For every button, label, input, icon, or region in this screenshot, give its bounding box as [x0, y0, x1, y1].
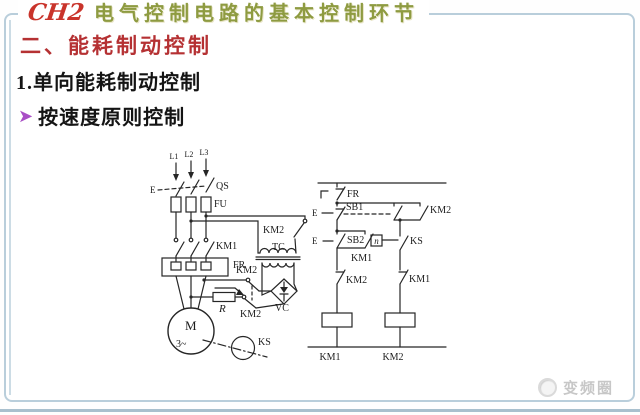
- bottom-edge-line: [0, 408, 640, 412]
- tc-primary-winding: [259, 247, 297, 254]
- label-ks-control: KS: [410, 236, 423, 247]
- label-tc: TC: [272, 242, 285, 253]
- km2-seal-blade: [419, 205, 429, 221]
- r-wiper-arrow-icon: [236, 289, 244, 295]
- circuit-labels: L1 L2 L3 E QS FU KM1 FR KM2 TC KM2 R KM2…: [150, 148, 451, 363]
- label-motor: M: [185, 318, 197, 333]
- km1-main-blade: [205, 241, 215, 257]
- label-fr-control: FR: [347, 189, 360, 200]
- label-km2-tc: KM2: [263, 225, 284, 236]
- label-vc: VC: [275, 303, 289, 314]
- label-km2-lower: KM2: [240, 309, 261, 320]
- slide-header: CH2 电气控制电路的基本控制环节: [18, 0, 430, 26]
- terminal: [302, 218, 308, 224]
- label-l3: L3: [200, 148, 209, 157]
- contact-blade: [393, 205, 403, 221]
- qs-handle: E: [150, 185, 156, 195]
- qs-linkage: [157, 185, 207, 191]
- fr-heater: [170, 261, 182, 271]
- diode-icon: [280, 287, 288, 293]
- label-qs: QS: [216, 181, 229, 192]
- watermark-logo-icon: [537, 378, 557, 397]
- fr-heater: [185, 261, 197, 271]
- sb2-blade: [336, 233, 346, 249]
- label-r: R: [218, 303, 226, 315]
- watermark: 变频圈: [537, 377, 614, 398]
- slide-frame: [4, 13, 635, 402]
- motor-wire: [175, 275, 185, 310]
- label-n: n: [374, 236, 379, 246]
- terminal: [173, 237, 179, 243]
- label-fu: FU: [214, 199, 228, 210]
- terminal: [241, 294, 247, 300]
- km2-brake-blade: [244, 298, 257, 309]
- km1-coil: [321, 312, 353, 328]
- label-l2: L2: [185, 150, 194, 159]
- fuse: [170, 196, 182, 213]
- label-km2-coil: KM2: [382, 352, 403, 363]
- bullet-arrow-icon: ➤: [18, 105, 34, 126]
- sb1-handle: E: [312, 208, 318, 218]
- qs-blade: [175, 181, 185, 197]
- motor-wire: [197, 275, 207, 310]
- label-km1-coil: KM1: [319, 352, 340, 363]
- wire: [261, 262, 272, 296]
- circuit-diagram: L1 L2 L3 E QS FU KM1 FR KM2 TC KM2 R KM2…: [150, 148, 451, 363]
- junction-dot: [202, 278, 206, 282]
- fuse: [200, 196, 212, 213]
- terminal: [188, 237, 194, 243]
- label-km2-interlock: KM2: [346, 275, 367, 286]
- km1-seal-blade: [364, 233, 374, 249]
- fuse: [185, 196, 197, 213]
- label-km1-main: KM1: [216, 241, 237, 252]
- label-sb1: SB1: [346, 202, 363, 213]
- km1-main-blade: [175, 241, 185, 257]
- label-ks-main: KS: [258, 337, 271, 348]
- wire: [293, 262, 298, 292]
- vc-bridge: [270, 278, 298, 305]
- label-km2-parallel: KM2: [430, 205, 451, 216]
- control-circuit: [307, 182, 447, 348]
- label-fr-main: FR: [233, 260, 246, 271]
- fr-box: [161, 257, 229, 277]
- km2-brake-blade: [248, 281, 260, 292]
- power-circuit: [157, 158, 308, 361]
- ks-blade: [399, 235, 409, 251]
- phase-l2-arrow-icon: [188, 172, 194, 179]
- bullet-line: ➤ 按速度原则控制: [18, 101, 185, 130]
- km1-main-blade: [190, 241, 200, 257]
- tc-feed-wire: [190, 220, 261, 254]
- wire: [255, 303, 284, 309]
- subsection-title: 1.单向能耗制动控制: [16, 72, 201, 94]
- course-title: 电气控制电路的基本控制环节: [94, 3, 420, 25]
- resistor-r: [212, 291, 236, 303]
- label-l1: L1: [170, 152, 179, 161]
- tc-feed-wire: [205, 215, 306, 220]
- course-code: CH2: [26, 0, 86, 26]
- fr-heater: [200, 261, 212, 271]
- motor-shaft: [202, 339, 268, 358]
- sb2-handle: E: [312, 236, 318, 246]
- bullet-text: 按速度原则控制: [38, 107, 186, 129]
- motor-circle: [167, 307, 215, 355]
- tc-secondary-winding: [261, 262, 295, 268]
- label-km1-seal: KM1: [351, 253, 372, 264]
- fr-thermal-hook: [320, 190, 329, 199]
- km2-tc-blade: [293, 222, 305, 238]
- watermark-text: 变频圈: [562, 381, 614, 397]
- qs-blade: [205, 177, 215, 193]
- phase-l1-arrow-icon: [173, 174, 179, 181]
- terminal: [203, 237, 209, 243]
- terminal: [245, 277, 251, 283]
- label-km2-upper: KM2: [236, 265, 257, 276]
- ks-circle: [230, 335, 256, 361]
- section-title: 二、能耗制动控制: [20, 34, 212, 58]
- label-sb2: SB2: [347, 235, 364, 246]
- left-frame-line: [9, 20, 11, 395]
- label-motor-phase: 3~: [176, 339, 187, 350]
- phase-l3-arrow-icon: [203, 170, 209, 177]
- label-km1-interlock: KM1: [409, 274, 430, 285]
- km2-coil: [384, 312, 416, 328]
